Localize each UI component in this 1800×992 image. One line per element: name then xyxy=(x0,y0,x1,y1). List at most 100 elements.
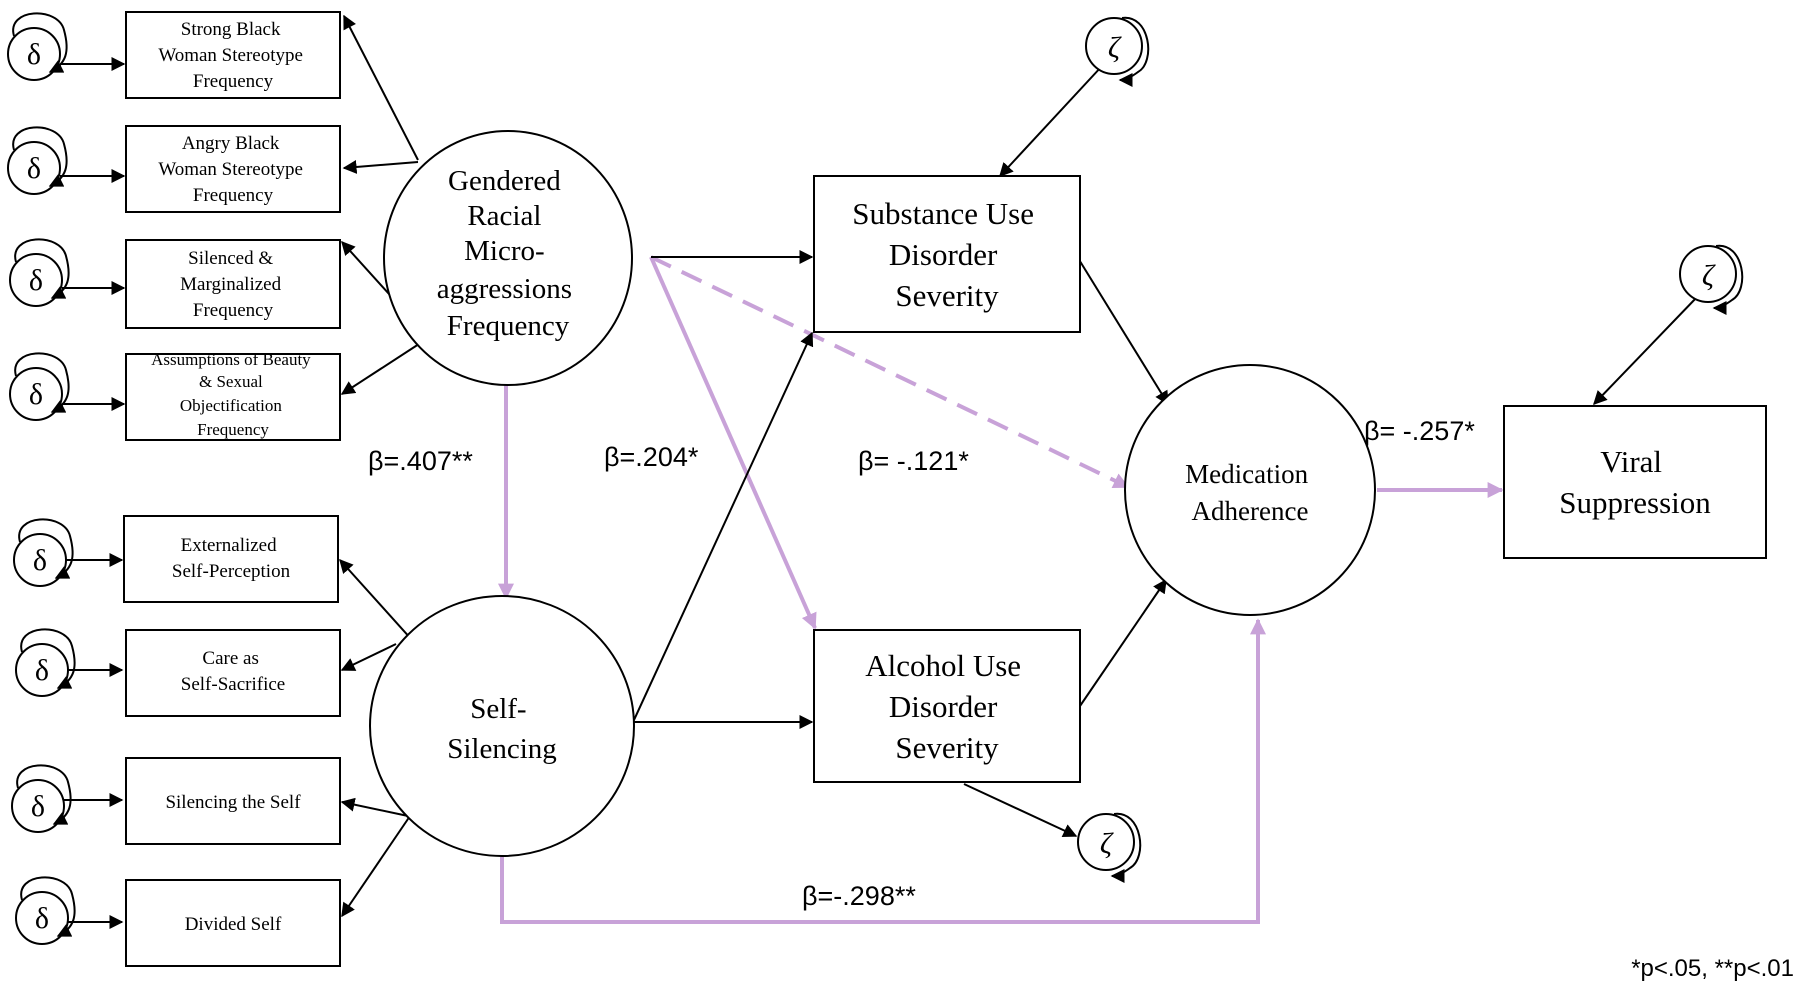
disturbance-alcohol: ζ xyxy=(1077,812,1142,883)
latent-line: Racial xyxy=(467,200,541,232)
disturbance-substance: ζ xyxy=(1085,16,1150,87)
coef-gendered-to-adherence: β= -.121* xyxy=(858,446,969,476)
significance-note: *p<.05, **p<.01 xyxy=(1631,955,1794,982)
path-gendered-to-alcohol xyxy=(649,256,817,630)
error-symbol: δ xyxy=(31,790,45,823)
observed-line: Disorder xyxy=(889,689,998,724)
latent-self-silencing: Self- Silencing xyxy=(369,595,635,857)
disturbance-symbol: ζ xyxy=(1108,31,1122,64)
indicator-line: Frequency xyxy=(193,185,274,206)
latent-line: Gendered xyxy=(448,165,561,197)
indicator-assumptions-beauty: Assumptions of Beauty & Sexual Objectifi… xyxy=(125,350,341,441)
latent-line: Micro- xyxy=(464,235,545,267)
indicator-line: Divided Self xyxy=(185,914,282,935)
coef-gendered-to-silencing: β=.407** xyxy=(368,446,473,476)
svg-text:Silenced & Marginalized: Silenced & Marginalized Frequency xyxy=(180,248,286,321)
indicator-line: Silenced & xyxy=(188,248,273,269)
indicator-angry-black-woman: Angry Black Woman Stereotype Frequency xyxy=(125,125,341,213)
svg-text:Viral Suppression: Viral Suppression xyxy=(1559,444,1711,520)
observed-line: Substance Use xyxy=(852,196,1034,231)
error-symbol: δ xyxy=(33,544,47,577)
disturbance-path-viral xyxy=(1593,295,1699,406)
error-symbol: δ xyxy=(35,654,49,687)
indicator-line: Frequency xyxy=(193,71,274,92)
indicator-line: Silencing the Self xyxy=(165,792,301,813)
observed-line: Severity xyxy=(895,730,999,765)
error-symbol: δ xyxy=(27,38,41,71)
latent-line: Silencing xyxy=(447,733,557,765)
observed-substance-use-disorder: Substance Use Disorder Severity xyxy=(813,175,1081,333)
indicator-silenced-marginalized: Silenced & Marginalized Frequency xyxy=(125,239,341,329)
observed-alcohol-use-disorder: Alcohol Use Disorder Severity xyxy=(813,629,1081,783)
latent-line: Self- xyxy=(470,693,526,725)
latent-line: Adherence xyxy=(1192,496,1309,526)
indicator-care-as-self-sacrifice: Care as Self-Sacrifice xyxy=(125,629,341,717)
indicator-line: Woman Stereotype xyxy=(158,45,303,66)
indicator-line: Self-Sacrifice xyxy=(181,674,285,695)
indicator-line: Frequency xyxy=(193,300,274,321)
svg-text:Substance Use Disorder: Substance Use Disorder Severity xyxy=(852,196,1041,313)
error-symbol: δ xyxy=(27,152,41,185)
path-gendered-to-adherence-dashed xyxy=(650,255,1130,489)
coef-silencing-to-adherence: β=-.298** xyxy=(802,881,916,911)
error-symbol: δ xyxy=(29,378,43,411)
latent-medication-adherence: Medication Adherence xyxy=(1124,364,1376,616)
svg-text:Assumptions of Beauty &: Assumptions of Beauty & Sexual Objectifi… xyxy=(151,350,315,439)
coef-adherence-to-viral: β= -.257* xyxy=(1364,416,1475,446)
svg-text:Strong Black Woman Stere: Strong Black Woman Stereotype Frequency xyxy=(158,19,307,92)
observed-line: Disorder xyxy=(889,237,998,272)
observed-line: Suppression xyxy=(1559,485,1711,520)
svg-text:Medication Adherence: Medication Adherence xyxy=(1185,459,1315,526)
coef-gendered-to-alcohol: β=.204* xyxy=(604,442,699,472)
svg-text:Self- Silencing: Self- Silencing xyxy=(447,693,557,765)
loading-silencing-2 xyxy=(340,643,397,671)
latent-gendered-racial-microaggressions: Gendered Racial Micro- aggressions Frequ… xyxy=(383,130,633,386)
indicator-line: Objectification xyxy=(180,396,282,415)
indicator-divided-self: Divided Self xyxy=(125,879,341,967)
loading-gendered-1 xyxy=(343,14,419,161)
latent-line: Frequency xyxy=(447,310,570,342)
error-symbol: δ xyxy=(29,264,43,297)
indicator-externalized-self-perception: Externalized Self-Perception xyxy=(123,515,339,603)
indicator-line: Marginalized xyxy=(180,274,281,295)
observed-viral-suppression: Viral Suppression xyxy=(1503,405,1767,559)
error-term-3: δ xyxy=(9,238,126,307)
latent-line: Medication xyxy=(1185,459,1308,489)
loading-silencing-4 xyxy=(341,815,411,918)
svg-text:Divided Self: Divided Self xyxy=(185,914,282,935)
svg-text:Alcohol Use Disorder: Alcohol Use Disorder Severity xyxy=(865,648,1029,765)
svg-text:Externalized Self-Percep: Externalized Self-Perception xyxy=(172,535,291,582)
indicator-line: Angry Black xyxy=(182,133,280,154)
loading-gendered-4 xyxy=(340,341,423,395)
indicator-line: Frequency xyxy=(197,420,269,439)
observed-line: Viral xyxy=(1600,444,1662,479)
error-term-7: δ xyxy=(11,764,124,833)
path-silencing-to-substance xyxy=(633,331,814,721)
latent-line: aggressions xyxy=(437,273,572,305)
svg-text:Gendered Racial Mi: Gendered Racial Micro- aggressions Frequ… xyxy=(437,165,580,342)
svg-text:Care as Self-Sacrifice: Care as Self-Sacrifice xyxy=(181,648,285,695)
error-term-2: δ xyxy=(7,126,126,195)
error-term-5: δ xyxy=(13,518,124,587)
observed-line: Severity xyxy=(895,278,999,313)
disturbance-symbol: ζ xyxy=(1100,827,1114,860)
error-term-4: δ xyxy=(9,352,126,421)
error-term-8: δ xyxy=(15,876,124,945)
disturbance-path-substance xyxy=(999,65,1103,178)
disturbance-path-alcohol xyxy=(963,783,1078,838)
path-alcohol-to-adherence xyxy=(1079,578,1167,707)
path-substance-to-adherence xyxy=(1077,257,1169,406)
loading-silencing-3 xyxy=(340,797,409,817)
error-term-1: δ xyxy=(7,12,126,81)
loading-silencing-1 xyxy=(339,558,413,641)
disturbance-viral: ζ xyxy=(1679,244,1744,315)
svg-text:Angry Black Woman Stereo: Angry Black Woman Stereotype Frequency xyxy=(158,133,307,206)
indicator-line: Externalized xyxy=(181,535,278,556)
indicator-line: Strong Black xyxy=(181,19,281,40)
indicator-line: Assumptions of Beauty xyxy=(151,350,311,369)
error-symbol: δ xyxy=(35,902,49,935)
path-silencing-to-adherence xyxy=(500,618,1266,924)
disturbance-symbol: ζ xyxy=(1702,259,1716,292)
indicator-strong-black-woman: Strong Black Woman Stereotype Frequency xyxy=(125,11,341,99)
